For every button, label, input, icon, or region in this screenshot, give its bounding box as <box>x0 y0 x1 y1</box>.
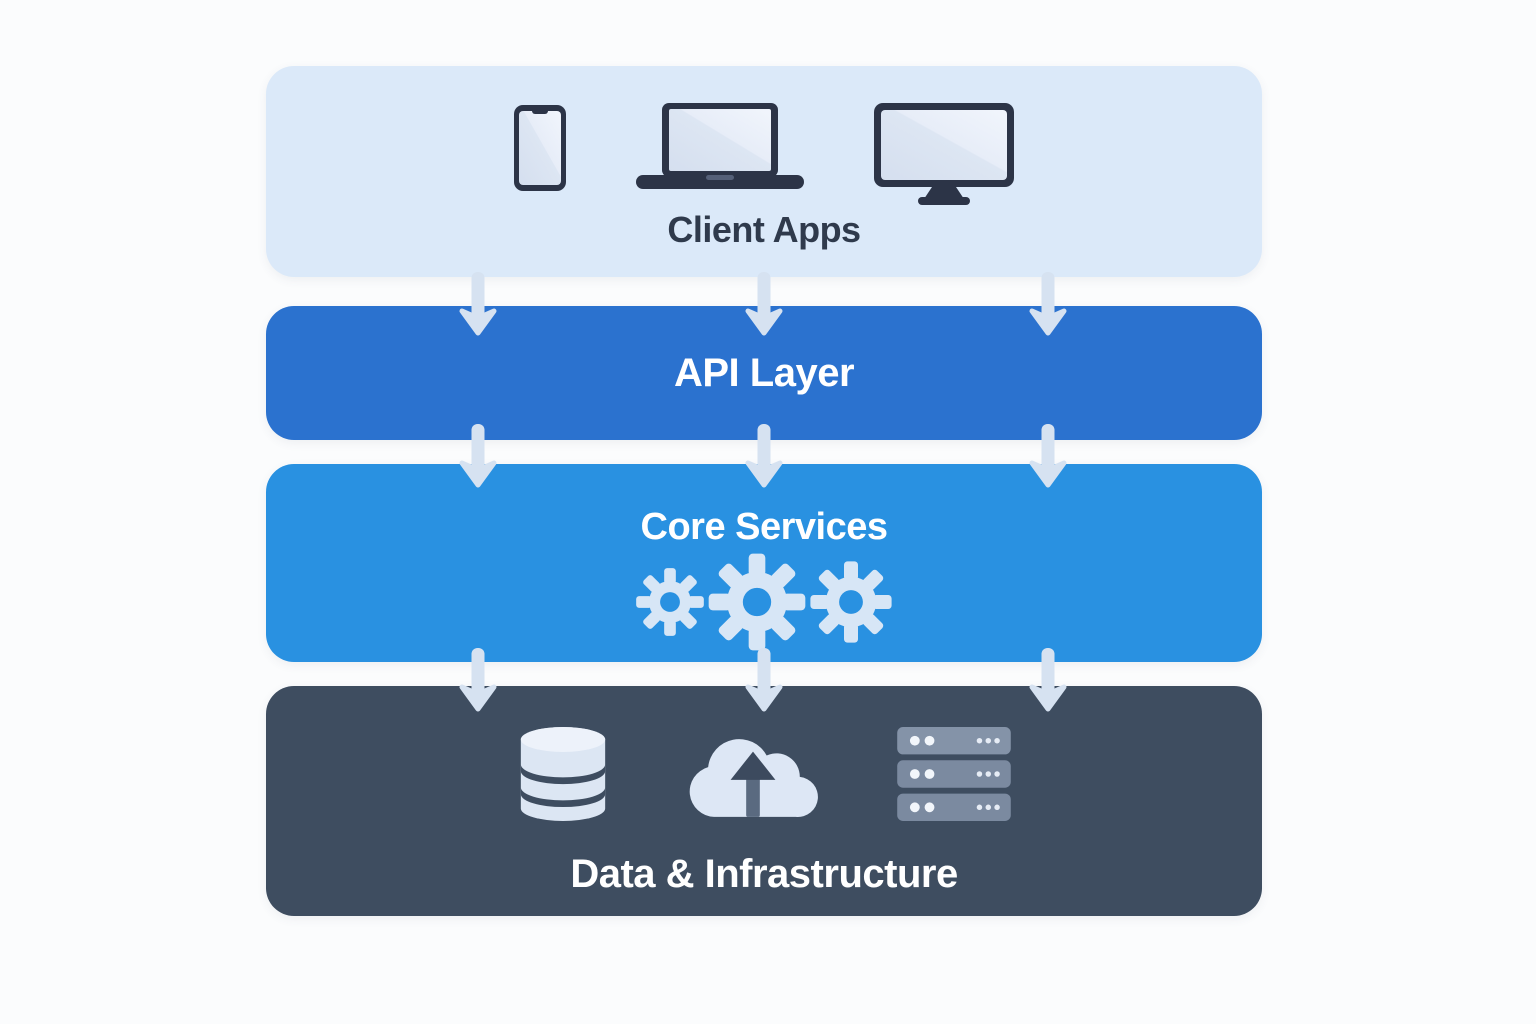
layer-label-data-infrastructure: Data & Infrastructure <box>570 852 958 896</box>
layer-core-services: Core Services <box>266 464 1262 662</box>
cloud-upload-icon <box>675 725 831 828</box>
flow-arrow-api-to-core <box>456 424 500 490</box>
flow-arrow-core-to-data <box>1026 648 1070 714</box>
desktop-monitor-icon <box>874 103 1014 210</box>
data-infrastructure-icons <box>517 726 1011 826</box>
flow-arrow-core-to-data <box>742 648 786 714</box>
flow-arrow-core-to-data <box>456 648 500 714</box>
database-icon <box>517 724 609 829</box>
gear-medium-icon <box>809 560 893 649</box>
gear-large-icon <box>707 552 807 657</box>
flow-arrow-api-to-core <box>1026 424 1070 490</box>
smartphone-icon <box>514 105 566 196</box>
client-device-icons <box>514 96 1014 205</box>
flow-arrow-clients-to-api <box>742 272 786 338</box>
layer-label-api: API Layer <box>673 351 855 395</box>
layer-label-client-apps: Client Apps <box>667 209 861 250</box>
laptop-icon <box>636 103 804 196</box>
flow-arrow-clients-to-api <box>456 272 500 338</box>
flow-arrow-clients-to-api <box>1026 272 1070 338</box>
flow-arrow-api-to-core <box>742 424 786 490</box>
layer-client-apps: Client Apps <box>266 66 1262 277</box>
layer-data-infrastructure: Data & Infrastructure <box>266 686 1262 916</box>
layer-label-core-services: Core Services <box>640 506 889 548</box>
gear-small-icon <box>635 567 705 642</box>
server-rack-icon <box>897 726 1011 826</box>
core-services-gears <box>635 552 893 657</box>
